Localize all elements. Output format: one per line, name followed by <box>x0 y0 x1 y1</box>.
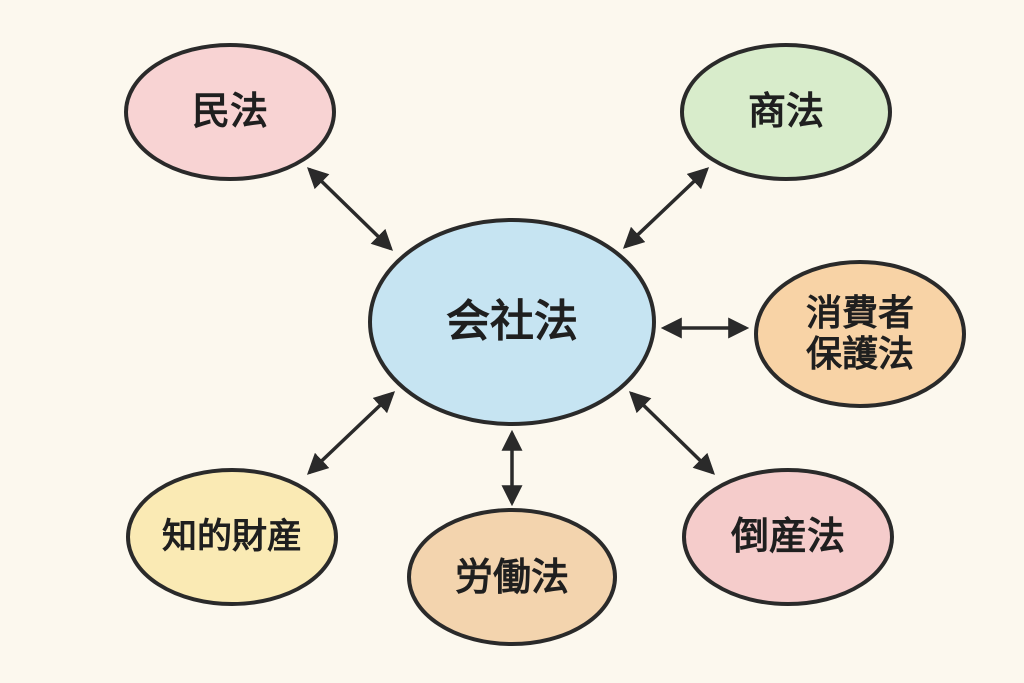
node-minpou-shape <box>124 43 336 181</box>
arrow-shouhou <box>622 167 710 249</box>
node-shouhou-shape <box>680 43 892 181</box>
arrow-tousan <box>628 391 716 475</box>
center-node-shape <box>368 218 656 426</box>
node-shohisha-shape <box>754 260 966 408</box>
arrow-minpou <box>306 167 394 251</box>
node-chiteki-shape <box>126 468 338 606</box>
arrow-chiteki <box>306 391 396 475</box>
node-roudou-shape <box>407 508 617 646</box>
node-tousan-shape <box>682 468 894 606</box>
